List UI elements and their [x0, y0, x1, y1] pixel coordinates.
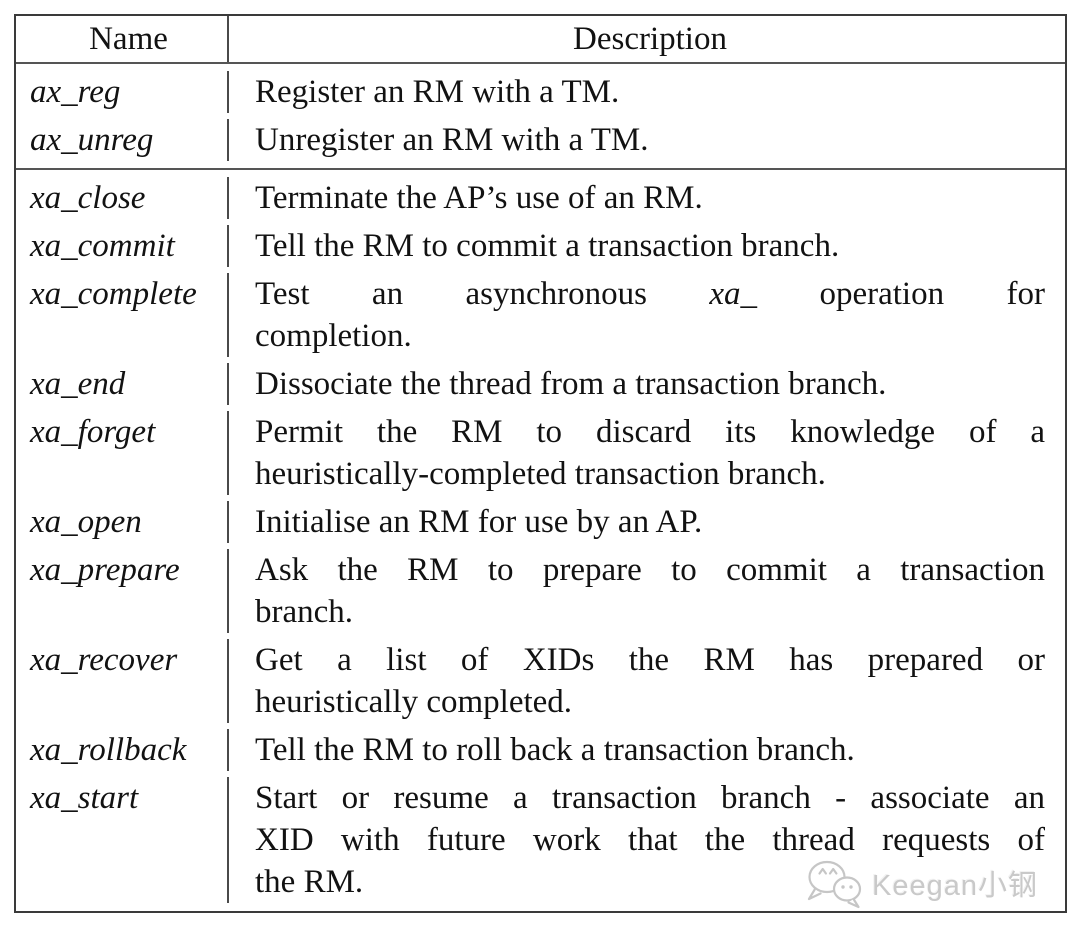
row-function-name: xa_open	[16, 501, 229, 543]
table-row: xa_forget Permit the RM to discard its kn…	[16, 408, 1065, 498]
table-header-row: Name Description	[16, 16, 1065, 64]
table-row: xa_commit Tell the RM to commit a transac…	[16, 222, 1065, 270]
xa-functions-table: Name Description ax_reg Register an RM wi…	[14, 14, 1067, 913]
row-description: Ask the RM to prepare to commit a transa…	[229, 549, 1065, 633]
wechat-icon	[807, 860, 862, 909]
table-row: xa_recover Get a list of XIDs the RM has …	[16, 636, 1065, 726]
description-line: Ask the RM to prepare to commit a transa…	[255, 552, 1045, 588]
table-group-xa-functions: xa_close Terminate the AP’s use of an RM.…	[16, 170, 1065, 910]
table-row: xa_end Dissociate the thread from a trans…	[16, 360, 1065, 408]
row-function-name: ax_reg	[16, 71, 229, 113]
row-function-name: ax_unreg	[16, 119, 229, 161]
description-line: Start or resume a transaction branch - a…	[255, 780, 1045, 816]
description-line: Tell the RM to roll back a transaction b…	[255, 732, 855, 768]
row-function-name: xa_close	[16, 177, 229, 219]
watermark-label: Keegan小钢	[872, 870, 1038, 902]
row-function-name: xa_complete	[16, 273, 229, 357]
row-description: Test an asynchronous xa_ operation for co…	[229, 273, 1065, 357]
row-function-name: xa_rollback	[16, 729, 229, 771]
description-line: Initialise an RM for use by an AP.	[255, 504, 703, 540]
row-description: Unregister an RM with a TM.	[229, 119, 1065, 161]
row-function-name: xa_start	[16, 777, 229, 903]
description-line: Permit the RM to discard its knowledge o…	[255, 414, 1045, 450]
column-header-description: Description	[573, 21, 727, 57]
row-function-name: xa_forget	[16, 411, 229, 495]
description-line: the RM.	[255, 864, 364, 900]
description-line: Dissociate the thread from a transaction…	[255, 366, 887, 402]
description-line: Tell the RM to commit a transaction bran…	[255, 228, 840, 264]
row-description: Terminate the AP’s use of an RM.	[229, 177, 1065, 219]
row-function-name: xa_recover	[16, 639, 229, 723]
description-line: heuristically-completed transaction bran…	[255, 456, 826, 492]
inline-italic-term: xa_	[709, 276, 758, 312]
table-row: xa_prepare Ask the RM to prepare to commi…	[16, 546, 1065, 636]
description-line: branch.	[255, 594, 354, 630]
row-description: Tell the RM to commit a transaction bran…	[229, 225, 1065, 267]
row-description: Register an RM with a TM.	[229, 71, 1065, 113]
row-description: Start or resume a transaction branch - a…	[229, 777, 1065, 903]
row-description: Initialise an RM for use by an AP.	[229, 501, 1065, 543]
row-description: Get a list of XIDs the RM has prepared o…	[229, 639, 1065, 723]
table-row: xa_close Terminate the AP’s use of an RM.	[16, 174, 1065, 222]
table-row: xa_open Initialise an RM for use by an AP…	[16, 498, 1065, 546]
table-row: xa_rollback Tell the RM to roll back a tr…	[16, 726, 1065, 774]
table-row: ax_unreg Unregister an RM with a TM.	[16, 116, 1065, 164]
description-line: Unregister an RM with a TM.	[255, 122, 649, 158]
description-line: heuristically completed.	[255, 684, 573, 720]
description-line: Get a list of XIDs the RM has prepared o…	[255, 642, 1045, 678]
description-line: XID with future work that the thread req…	[255, 822, 1045, 858]
description-line: Register an RM with a TM.	[255, 74, 620, 110]
row-function-name: xa_commit	[16, 225, 229, 267]
table-group-ax-functions: ax_reg Register an RM with a TM. ax_unreg U…	[16, 64, 1065, 170]
column-header-name: Name	[16, 16, 229, 62]
row-description: Dissociate the thread from a transaction…	[229, 363, 1065, 405]
row-function-name: xa_end	[16, 363, 229, 405]
description-line: Test an asynchronous xa_ operation for	[255, 276, 1045, 312]
table-row: xa_start Start or resume a transaction br…	[16, 774, 1065, 906]
description-line: Terminate the AP’s use of an RM.	[255, 180, 703, 216]
row-description: Permit the RM to discard its knowledge o…	[229, 411, 1065, 495]
row-function-name: xa_prepare	[16, 549, 229, 633]
table-row: ax_reg Register an RM with a TM.	[16, 68, 1065, 116]
watermark: Keegan小钢	[802, 856, 1038, 910]
description-line: completion.	[255, 318, 412, 354]
row-description: Tell the RM to roll back a transaction b…	[229, 729, 1065, 771]
